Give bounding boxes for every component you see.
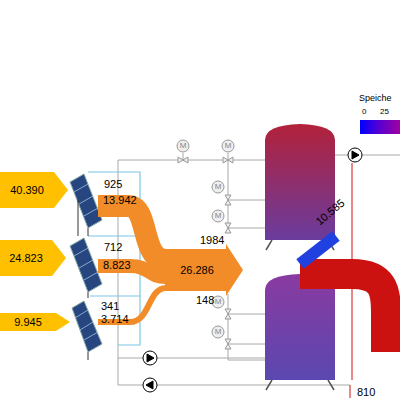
flow-value: 810 — [357, 386, 375, 398]
return-pipe — [350, 385, 351, 398]
motor-symbol-text: M — [215, 328, 222, 337]
return-flow-band — [300, 236, 336, 264]
motor-symbol-text: M — [180, 142, 187, 151]
input-arrow: 40.390 — [0, 172, 68, 208]
yield-value: 3.714 — [101, 313, 129, 325]
flow-value: 148 — [196, 294, 214, 306]
motor-symbol-text: M — [215, 212, 222, 221]
motor-valves — [177, 140, 234, 349]
energy-value: 9.945 — [14, 316, 42, 328]
input-arrow: 24.823 — [0, 240, 66, 276]
motor-symbol-text: M — [215, 298, 222, 307]
yield-value: 8.823 — [103, 259, 131, 271]
motor-symbol-text: M — [225, 142, 232, 151]
merged-flow-arrow — [165, 244, 243, 296]
energy-value: 40.390 — [10, 184, 44, 196]
storage-tanks — [265, 124, 335, 390]
solar-yield-flow — [98, 206, 166, 322]
scale-tick: 0 — [362, 108, 366, 117]
total-yield-value: 26.286 — [180, 264, 214, 276]
heat-loss-value: 712 — [104, 241, 122, 253]
heat-delivery-flow — [300, 274, 386, 352]
scale-title: Speiche — [359, 94, 392, 104]
solar-collectors — [70, 174, 102, 360]
yield-value: 13.942 — [103, 194, 137, 206]
motor-symbol-text: M — [215, 183, 222, 192]
scale-tick: 25 — [380, 108, 389, 117]
temperature-scale — [360, 120, 400, 134]
energy-value: 24.823 — [9, 252, 43, 264]
flow-value: 1984 — [200, 234, 224, 246]
heat-loss-value: 341 — [101, 300, 119, 312]
heat-loss-value: 925 — [104, 178, 122, 190]
input-arrow: 9.945 — [0, 313, 70, 331]
